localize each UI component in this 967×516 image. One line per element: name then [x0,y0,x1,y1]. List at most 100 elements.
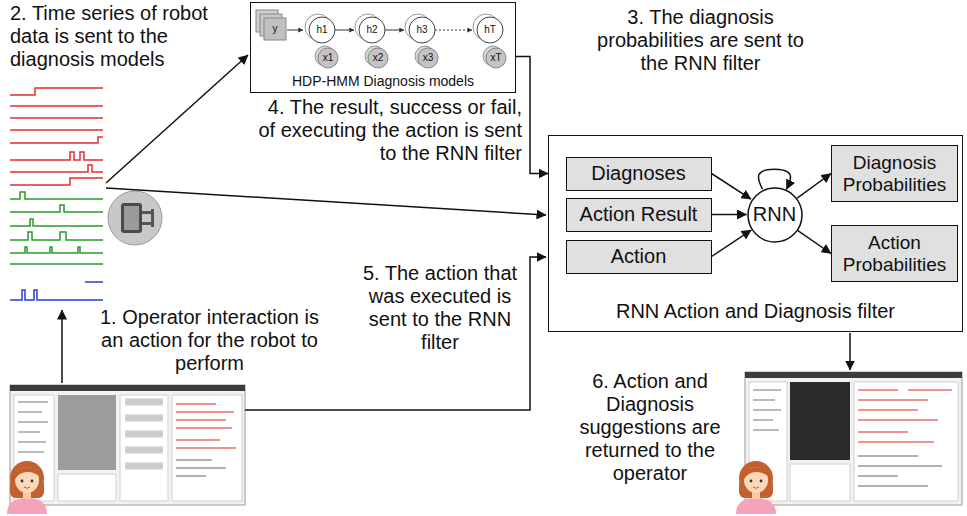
operator-icon [7,461,47,514]
time-series-plot [10,88,103,300]
step-caption: 2. Time series of robot data is sent to … [10,2,240,71]
model-arrow [385,30,404,31]
observation-shadows [315,46,503,66]
flow-arrow [712,214,747,216]
operator-icon [736,461,776,514]
variable-label: y [260,22,290,36]
signal-trace [10,129,103,131]
buttons [125,402,163,466]
gripper-finger [142,211,152,214]
signal-trace [10,88,103,95]
flow-arrows [62,55,850,410]
signal-trace [10,152,103,160]
signal-trace [10,205,103,212]
input-box: Action [566,240,712,274]
signal-traces [10,192,103,264]
output-name: Action Probabilities [837,232,952,276]
window [745,372,962,505]
title-bar [745,372,962,378]
circle-shape [748,188,802,242]
variable-label: x1 [313,51,343,65]
model-arrow [287,30,303,31]
panel [120,395,168,501]
panel [58,395,116,470]
flow-arrow [758,169,790,189]
input-name: Diagnoses [591,162,686,185]
variable-label: x3 [413,51,443,65]
hidden-states [309,17,503,43]
signal-traces [10,282,103,300]
panel [58,474,116,501]
step-caption: 6. Action and Diagnosis suggestions are … [566,370,734,485]
signal-trace [10,232,103,240]
log-lines [858,390,952,442]
gripper-jaw [151,209,154,227]
model-arrow [435,30,472,31]
signal-trace [10,290,103,300]
output-box: Diagnosis Probabilities [831,145,958,202]
step-caption: 4. The result, success or fail, of execu… [254,96,522,165]
filter-title: RNN Action and Diagnosis filter [616,300,895,323]
log-lines [176,404,236,448]
log-lines [176,460,226,476]
variable-label: h2 [357,23,387,37]
input-name: Action [611,245,667,268]
signal-trace [10,137,103,143]
hmm-graph [256,10,506,68]
variable-label: h1 [307,23,337,37]
rnn-name: RNN [753,203,796,226]
model-title: HDP-HMM Diagnosis models [292,73,474,89]
panel [790,464,850,501]
panel [790,382,850,460]
step-caption: 5. The action that was executed is sent … [361,262,519,354]
window [10,385,245,505]
flow-arrow [106,55,248,183]
output-box: Action Probabilities [831,225,958,282]
signal-trace [10,247,103,253]
output-name: Diagnosis Probabilities [837,152,952,196]
flow-arrow [712,174,752,200]
icon-disc [108,191,162,245]
signal-traces [10,88,103,185]
signal-trace [10,192,103,199]
panel [172,395,242,501]
signal-trace [10,178,103,185]
step-caption: 3. The diagnosis probabilities are sent … [588,6,813,75]
text-lines [753,390,781,430]
flow-arrow [61,310,63,383]
flow-arrow [849,333,851,370]
input-box: Diagnoses [566,157,712,191]
signal-trace [85,281,103,283]
filter-box: RNN Action and Diagnosis filter Diagnoses… [548,135,963,332]
gripper-body [121,203,142,233]
variable-label: x2 [363,51,393,65]
model-box: HDP-HMM Diagnosis models [250,2,516,93]
flow-arrow [798,230,831,253]
variable-label: xT [481,51,511,65]
text-lines [18,402,48,452]
flow-arrow [712,230,752,256]
step-caption: 1. Operator interaction is an action for… [92,306,327,375]
variable-label: h3 [407,23,437,37]
signal-trace [10,165,103,172]
gui-screenshot [745,372,962,505]
model-arrow [335,30,354,31]
log-lines [858,456,942,486]
gripper-face [124,206,139,230]
rnn-circle: RNN [747,187,803,243]
flow-arrow [106,188,546,215]
panel [854,382,958,501]
signal-trace [10,263,103,265]
signal-trace [10,117,103,119]
signal-trace [10,219,103,226]
gui-screenshot [10,385,245,505]
input-name: Action Result [580,203,698,226]
gripper-finger [142,222,152,225]
signal-trace [10,105,103,107]
gripper-icon [108,191,162,245]
input-box: Action Result [566,198,712,232]
variable-label: hT [475,23,505,37]
title-bar [10,385,245,391]
